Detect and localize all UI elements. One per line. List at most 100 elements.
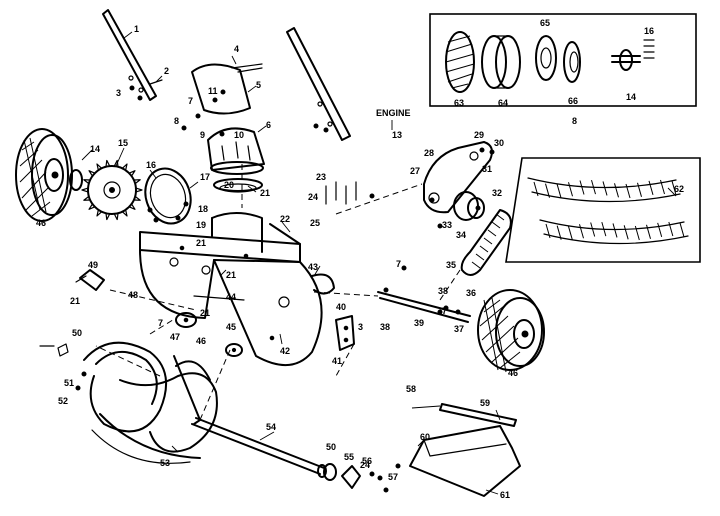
callout-36: 36 <box>466 288 476 298</box>
callout-13: 13 <box>392 130 402 140</box>
callout-50: 50 <box>72 328 82 338</box>
auger-housing <box>139 212 335 367</box>
callout-24-2: 24 <box>360 460 370 470</box>
callout-59: 59 <box>480 398 490 408</box>
auger <box>83 341 218 464</box>
callout-7: 7 <box>188 96 193 106</box>
callout-35: 35 <box>446 260 456 270</box>
callout-45: 45 <box>226 322 236 332</box>
callout-14: 14 <box>90 144 100 154</box>
callout-29: 29 <box>474 130 484 140</box>
callout-47: 47 <box>170 332 180 342</box>
callout-42: 42 <box>280 346 290 356</box>
axle-shaft <box>377 291 471 323</box>
callout-65: 65 <box>540 18 550 28</box>
callout-44: 44 <box>226 292 236 302</box>
axle-bracket <box>335 315 355 351</box>
tire-chains-box <box>505 157 701 263</box>
callout-20: 20 <box>224 180 234 190</box>
callout-46: 46 <box>36 218 46 228</box>
drive-pulley <box>225 343 243 357</box>
callout-17: 17 <box>200 172 210 182</box>
callout-7-2: 7 <box>396 259 401 269</box>
callout-58: 58 <box>406 384 416 394</box>
alignment-lines <box>95 164 461 421</box>
callout-16: 16 <box>146 160 156 170</box>
callout-16-2: 16 <box>644 26 654 36</box>
callout-9: 9 <box>200 130 205 140</box>
callout-21-5: 21 <box>196 238 206 248</box>
callout-57: 57 <box>388 472 398 482</box>
discharge-chute <box>207 127 265 175</box>
callout-7-3: 7 <box>158 318 163 328</box>
callout-18: 18 <box>198 204 208 214</box>
callout-31: 31 <box>482 164 492 174</box>
callout-2: 2 <box>164 66 169 76</box>
callout-21-3: 21 <box>200 308 210 318</box>
scraper-plate <box>409 425 521 497</box>
callout-66: 66 <box>568 96 578 106</box>
callout-61: 61 <box>500 490 510 500</box>
callout-5: 5 <box>256 80 261 90</box>
right-handle <box>286 27 351 141</box>
callout-62: 62 <box>674 184 684 194</box>
callout-55: 55 <box>344 452 354 462</box>
ring-chain <box>144 167 192 225</box>
callout-49: 49 <box>88 260 98 270</box>
callout-63: 63 <box>454 98 464 108</box>
callout-64: 64 <box>498 98 508 108</box>
hub-flange <box>69 169 83 191</box>
callout-46-3: 46 <box>508 368 518 378</box>
callout-28: 28 <box>424 148 434 158</box>
callout-56: 56 <box>362 456 372 466</box>
callout-38: 38 <box>380 322 390 332</box>
callout-11: 11 <box>208 86 218 96</box>
callout-53: 53 <box>160 458 170 468</box>
left-handle <box>102 9 157 101</box>
hardware-fasteners <box>39 79 495 493</box>
callout-41: 41 <box>332 356 342 366</box>
callout-19: 19 <box>196 220 206 230</box>
callout-46-2: 46 <box>196 336 206 346</box>
callout-7-4: 7 <box>442 306 447 316</box>
callout-14-2: 14 <box>626 92 636 102</box>
collar <box>341 465 361 489</box>
callout-38-2: 38 <box>438 286 448 296</box>
callout-23: 23 <box>316 172 326 182</box>
callout-33: 33 <box>442 220 452 230</box>
bearing <box>323 463 337 481</box>
callout-21-4: 21 <box>226 270 236 280</box>
idler-pulley <box>175 312 197 328</box>
callout-4: 4 <box>234 44 239 54</box>
callout-21-2: 21 <box>70 296 80 306</box>
callout-51: 51 <box>64 378 74 388</box>
callout-52: 52 <box>58 396 68 406</box>
leader-lines <box>81 31 677 495</box>
left-wheel <box>15 128 73 222</box>
callout-27: 27 <box>410 166 420 176</box>
right-wheel <box>477 289 545 373</box>
callout-8: 8 <box>174 116 179 126</box>
callout-50-2: 50 <box>326 442 336 452</box>
callout-48: 48 <box>128 290 138 300</box>
chute-ring <box>213 178 263 193</box>
callout-43: 43 <box>308 262 318 272</box>
callout-39: 39 <box>414 318 424 328</box>
callout-8-2: 8 <box>572 116 577 126</box>
drive-chain <box>460 209 512 276</box>
callout-40: 40 <box>336 302 346 312</box>
callout-6: 6 <box>266 120 271 130</box>
callout-30: 30 <box>494 138 504 148</box>
callout-37: 37 <box>454 324 464 334</box>
callout-60: 60 <box>420 432 430 442</box>
scraper-bar <box>439 403 517 427</box>
callout-15: 15 <box>118 138 128 148</box>
callout-32: 32 <box>492 188 502 198</box>
engine-label: ENGINE <box>376 108 411 118</box>
callout-3-2: 3 <box>358 322 363 332</box>
callout-34: 34 <box>456 230 466 240</box>
shift-lever <box>75 269 105 291</box>
callout-24: 24 <box>308 192 318 202</box>
